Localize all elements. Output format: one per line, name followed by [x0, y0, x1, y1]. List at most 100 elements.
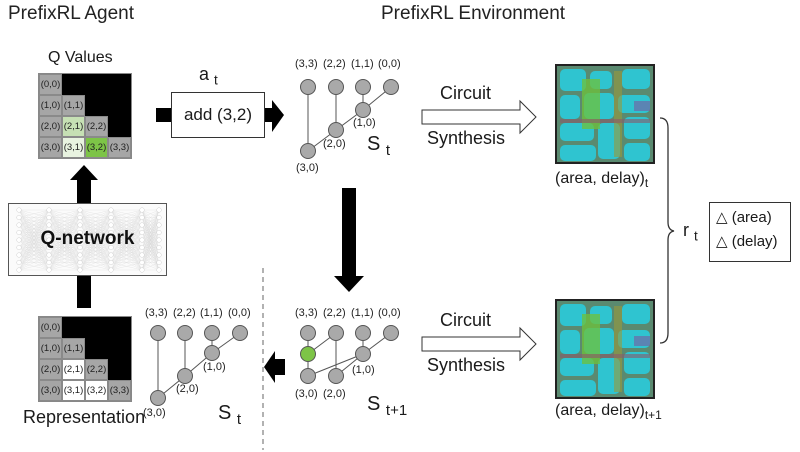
action-symbol-letter: a: [199, 64, 210, 84]
st1-top-label-0: (3,3): [295, 307, 318, 319]
action-symbol: a t: [199, 64, 218, 88]
synthesis-arrow-bottom: [421, 326, 537, 362]
st1-node-top-2: [355, 325, 371, 341]
st-node-top-2: [355, 79, 371, 95]
st1-node-10: [355, 346, 371, 362]
st-bottom-label: (3,0): [296, 162, 319, 174]
st1-subscript: t+1: [385, 402, 408, 419]
stl-top-label-1: (2,2): [173, 307, 196, 319]
environment-title: PrefixRL Environment: [381, 3, 566, 24]
stl-node-top-1: [177, 325, 193, 341]
action-input-block: [156, 108, 171, 122]
st-top-label-1: (2,2): [323, 58, 346, 70]
q-values-cell-2-2: (2,2): [85, 116, 108, 137]
representation-cell-0-0: (0,0): [39, 317, 62, 338]
st-node-top-3: [383, 79, 399, 95]
reward-box: △ (area) △ (delay): [709, 202, 791, 262]
st-node-10: [355, 102, 371, 118]
st1-node-top-3: [383, 325, 399, 341]
reward-subscript: t: [694, 228, 698, 244]
synthesis-bottom-line2: Synthesis: [427, 355, 506, 375]
st1-edge-10-30: [307, 353, 364, 377]
q-values-cell-1-2: [85, 95, 108, 116]
action-box: add (3,2): [171, 92, 265, 138]
representation-grid: (0,0)(1,0)(1,1)(2,0)(2,1)(2,2)(3,0)(3,1)…: [38, 316, 132, 402]
stl-node-top-2: [204, 325, 220, 341]
representation-cell-0-3: [108, 317, 131, 338]
reward-item-area: △ (area): [716, 209, 772, 226]
st1-node-20: [328, 368, 344, 384]
up-arrow-to-qvalues: [70, 165, 98, 203]
representation-cell-1-0: (1,0): [39, 338, 62, 359]
representation-cell-1-3: [108, 338, 131, 359]
representation-cell-1-1: (1,1): [62, 338, 85, 359]
left-arrow-to-agent: [264, 351, 285, 383]
st-top-label-3: (0,0): [378, 58, 401, 70]
q-values-cell-2-3: [108, 116, 131, 137]
q-values-cell-1-1: (1,1): [62, 95, 85, 116]
stl-mid-label: (1,0): [203, 361, 226, 373]
st-node-top-1: [328, 79, 344, 95]
representation-cell-3-1: (3,1): [62, 380, 85, 401]
st1-node-32-added: [300, 346, 316, 362]
q-values-cell-0-3: [108, 74, 131, 95]
reward-symbol-letter: r: [683, 220, 689, 240]
q-values-cell-1-0: (1,0): [39, 95, 62, 116]
stl-node-top-3: [232, 325, 248, 341]
q-values-cell-0-0: (0,0): [39, 74, 62, 95]
chip-layout-top-image: [555, 64, 655, 164]
synthesis-arrow-top: [421, 99, 537, 135]
q-values-cell-3-2: (3,2): [85, 137, 108, 158]
action-label: add (3,2): [183, 105, 253, 124]
st-top-label-2: (1,1): [351, 58, 374, 70]
stl-symbol: S t: [218, 402, 241, 428]
q-values-cell-2-0: (2,0): [39, 116, 62, 137]
st-top-label-0: (3,3): [295, 58, 318, 70]
reward-item-delay: △ (delay): [716, 233, 778, 250]
representation-cell-3-0: (3,0): [39, 380, 62, 401]
st-node-top-0: [300, 79, 316, 95]
st-subscript: t: [385, 142, 391, 159]
stl-node-20: [177, 368, 193, 384]
q-values-cell-0-2: [85, 74, 108, 95]
action-subscript: t: [214, 72, 218, 88]
st-mid-label: (1,0): [353, 117, 376, 129]
st1-bottom-label-1: (2,0): [323, 388, 346, 400]
q-values-grid: (0,0)(1,0)(1,1)(2,0)(2,1)(2,2)(3,0)(3,1)…: [38, 73, 132, 159]
representation-title: Representation: [23, 407, 146, 427]
representation-cell-1-2: [85, 338, 108, 359]
result-bottom-text: (area, delay): [555, 402, 645, 419]
st-node-20: [328, 122, 344, 138]
neural-net-background-icon: [16, 207, 162, 273]
stl-top-label-0: (3,3): [145, 307, 168, 319]
st1-node-30: [300, 368, 316, 384]
q-values-cell-3-0: (3,0): [39, 137, 62, 158]
st-symbol: S t: [367, 133, 390, 159]
representation-cell-3-2: (3,2): [85, 380, 108, 401]
st1-top-label-3: (0,0): [378, 307, 401, 319]
up-arrow-shaft-from-representation: [77, 276, 91, 308]
st-low-label: (2,0): [323, 138, 346, 150]
down-arrow-state-transition: [334, 188, 364, 292]
stl-top-label-2: (1,1): [200, 307, 223, 319]
result-bottom-subscript: t+1: [644, 408, 662, 423]
representation-cell-2-0: (2,0): [39, 359, 62, 380]
q-values-title: Q Values: [48, 49, 113, 66]
st1-symbol-letter: S: [367, 393, 381, 415]
stl-node-30: [150, 390, 166, 406]
representation-cell-3-3: (3,3): [108, 380, 131, 401]
result-top-subscript: t: [644, 176, 649, 191]
stl-top-label-3: (0,0): [228, 307, 251, 319]
result-top-text: (area, delay): [555, 170, 645, 187]
agent-title: PrefixRL Agent: [8, 3, 135, 24]
stl-node-top-0: [150, 325, 166, 341]
st1-bottom-label-0: (3,0): [295, 388, 318, 400]
st1-top-label-2: (1,1): [351, 307, 374, 319]
st1-symbol: S t+1: [367, 393, 407, 419]
st1-mid-label: (1,0): [352, 364, 375, 376]
st-node-30: [300, 143, 316, 159]
result-top-label: (area, delay)t: [555, 170, 648, 190]
synthesis-bottom-line1: Circuit: [440, 310, 492, 330]
q-values-cell-2-1: (2,1): [62, 116, 85, 137]
